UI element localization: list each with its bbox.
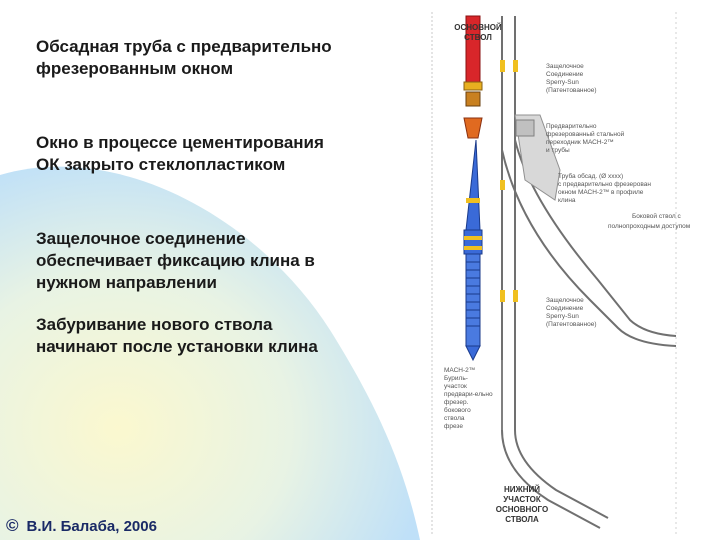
callout-line: Соединение xyxy=(546,305,584,312)
callout-line: окном МАСН-2™ в профиле xyxy=(558,189,644,196)
anchor-slips xyxy=(466,261,480,327)
latch-ring xyxy=(500,180,505,190)
callout-line: Sperry-Sun xyxy=(546,313,579,320)
callout-line: клина xyxy=(558,197,576,204)
wellbore-diagram: ОСНОВНОЙ СТВОЛ НИЖНИЙ УЧАСТОК ОСНОВНОГО … xyxy=(431,12,708,536)
callout-line: ствола xyxy=(444,415,465,422)
lower-section-label: ОСНОВНОГО xyxy=(496,505,548,514)
tool-collar xyxy=(463,81,483,91)
caption-line: Защелочное соединение xyxy=(36,229,246,248)
callout-line: МАСН-2™ xyxy=(444,367,475,374)
callout-line: Предварительно xyxy=(546,123,597,130)
caption-line: обеспечивает фиксацию клина в xyxy=(36,251,315,270)
latch-ring xyxy=(513,60,518,72)
caption-latch-coupling: Защелочное соединение обеспечивает фикса… xyxy=(36,228,406,294)
caption-line: Окно в процессе цементирования xyxy=(36,133,324,152)
callout-line: переходник МАСН-2™ xyxy=(546,139,614,146)
lower-section-label: СТВОЛА xyxy=(505,515,539,524)
callout-line: полнопроходным доступом xyxy=(608,223,691,230)
callout-line: Соединение xyxy=(546,71,584,78)
main-trunk-label: СТВОЛ xyxy=(464,33,492,42)
tool-collar xyxy=(465,91,481,107)
footer-author: В.И. Балаба, 2006 xyxy=(26,518,157,535)
caption-casing-window: Обсадная труба с предварительно фрезеров… xyxy=(36,36,406,80)
callout-line: и трубы xyxy=(546,146,570,154)
whipstock-ring xyxy=(464,246,482,250)
callout-line: фрезер. xyxy=(444,399,469,406)
anchor-nose xyxy=(465,345,481,362)
callout-line: участок xyxy=(444,383,467,390)
caption-line: ОК закрыто стеклопластиком xyxy=(36,155,286,174)
main-casing-right-wall xyxy=(514,16,609,519)
callout-line: Буриль- xyxy=(444,375,468,382)
caption-line: нужном направлении xyxy=(36,273,217,292)
callout-line: предвари-ельно xyxy=(444,391,493,398)
caption-sidetrack-drilling: Забуривание нового ствола начинают после… xyxy=(36,314,406,358)
lower-section-label: УЧАСТОК xyxy=(503,495,541,504)
whipstock-body xyxy=(463,229,483,255)
caption-line: начинают после установки клина xyxy=(36,337,318,356)
callout-line: фрезе xyxy=(444,423,463,430)
latch-ring xyxy=(500,290,505,302)
mill-bit xyxy=(463,117,483,139)
callout-line: с предварительно фрезерован xyxy=(558,181,651,188)
main-trunk-label: ОСНОВНОЙ xyxy=(454,23,502,32)
callout-line: (Патентованное) xyxy=(546,321,597,328)
window-sub xyxy=(515,119,535,137)
caption-line: Забуривание нового ствола xyxy=(36,315,273,334)
callout-line: Труба обсад. (Ø хххх) xyxy=(558,172,623,180)
lateral-lower-wall xyxy=(501,149,677,347)
footer-credit: © В.И. Балаба, 2006 xyxy=(6,516,157,536)
latch-ring xyxy=(513,290,518,302)
lower-section-label: НИЖНИЙ xyxy=(504,485,540,494)
caption-line: Обсадная труба с предварительно xyxy=(36,37,332,56)
callout-line: Боковой ствол с xyxy=(632,212,682,220)
callout-line: Защелочное xyxy=(546,297,584,304)
callout-line: Sperry-Sun xyxy=(546,79,579,86)
whipstock-ring xyxy=(466,198,480,203)
callout-line: бокового xyxy=(444,406,471,414)
latch-ring xyxy=(500,60,505,72)
main-casing-left-wall xyxy=(501,16,601,529)
anchor-body xyxy=(465,253,481,347)
callout-line: Защелочное xyxy=(546,63,584,70)
callout-line: фрезерованный стальной xyxy=(546,130,625,138)
callout-line: (Патентованное) xyxy=(546,87,597,94)
caption-line: фрезерованным окном xyxy=(36,59,234,78)
copyright-symbol: © xyxy=(6,516,19,535)
caption-window-cementing: Окно в процессе цементирования ОК закрыт… xyxy=(36,132,406,176)
whipstock-ring xyxy=(464,236,482,240)
